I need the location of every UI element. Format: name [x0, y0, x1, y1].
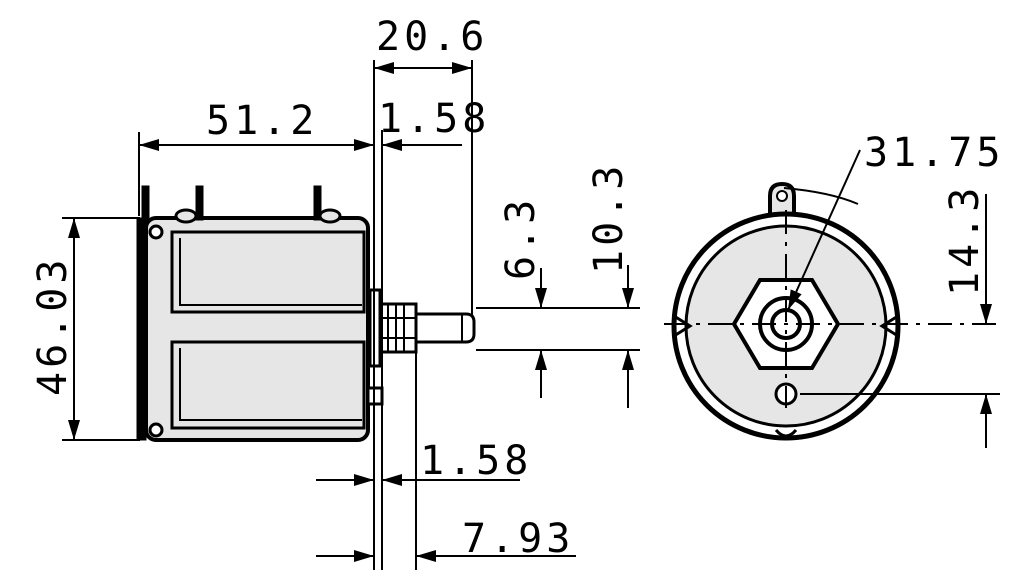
shaft: [414, 312, 476, 344]
label-shaft-diameter: 6.3: [498, 196, 544, 280]
side-view: [136, 185, 476, 442]
dimension-labels: 20.6 51.2 1.58 46.03 6.3 10.3 31.75 14.3…: [30, 14, 1004, 562]
terminal-1: [141, 185, 150, 221]
terminal-pad-2: [318, 208, 342, 224]
label-diameter: 46.03: [30, 256, 76, 396]
side-dimensions: [62, 60, 576, 570]
shaft-dimensions: [476, 265, 640, 408]
leader-lug-radius: [787, 149, 861, 311]
label-lug-radius: 31.75: [864, 130, 1004, 176]
screw-bottom: [148, 422, 164, 438]
terminal-3: [313, 185, 322, 221]
upper-cavity-inner: [179, 238, 362, 306]
label-bushing-length: 7.93: [462, 516, 574, 562]
lower-cavity-inner: [179, 348, 362, 421]
label-flange-bottom: 1.58: [420, 438, 532, 484]
terminal-pad-1: [174, 208, 198, 224]
front-dimensions: [664, 149, 1000, 448]
label-shaft-length: 20.6: [376, 14, 488, 60]
screw-top: [148, 224, 164, 240]
terminal-2: [195, 185, 204, 221]
bottom-notch: [774, 428, 798, 438]
label-bushing-diameter: 10.3: [586, 162, 632, 274]
upper-cavity: [170, 230, 366, 314]
lower-cavity: [170, 340, 366, 430]
label-lug-offset: 14.3: [942, 184, 988, 296]
label-flange-top: 1.58: [378, 96, 490, 142]
label-body-length: 51.2: [206, 98, 318, 144]
bushing: [378, 302, 418, 354]
